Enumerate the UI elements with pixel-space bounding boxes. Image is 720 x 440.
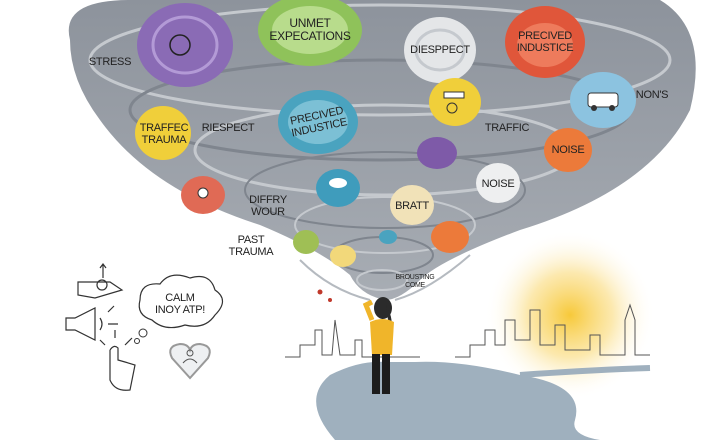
city-skyline bbox=[285, 303, 650, 358]
label-line: WOUR bbox=[251, 206, 285, 218]
label-noise-white: NOISE bbox=[481, 178, 515, 190]
label-line: TRAFFEC bbox=[139, 122, 189, 134]
label-line: TRAUMA bbox=[141, 134, 187, 146]
label-line: UNMET bbox=[289, 16, 331, 30]
label-noise-orange: NOISE bbox=[551, 144, 585, 156]
sun bbox=[485, 230, 655, 400]
label-line: EXPECATIONS bbox=[269, 29, 351, 43]
woman-figure bbox=[362, 297, 394, 394]
swirl-orange-noise bbox=[544, 128, 592, 172]
label-bratt: BRATT bbox=[395, 200, 429, 212]
label-line: INOY ATP! bbox=[154, 304, 206, 316]
swirl-green-small bbox=[293, 230, 319, 254]
label-diespect: DIESPPECT bbox=[410, 44, 470, 56]
label-nons: NON'S bbox=[635, 89, 669, 101]
label-line: DIFFRY bbox=[249, 194, 287, 206]
label-line: TRAUMA bbox=[228, 246, 274, 258]
swirl-teal-large bbox=[278, 90, 358, 154]
pointing-hand-doodle bbox=[99, 330, 136, 391]
label-line: BROUSTING bbox=[395, 274, 435, 281]
swirl-cream-bratt bbox=[390, 185, 434, 225]
hand-coin-doodle bbox=[77, 263, 124, 299]
label-line: COME bbox=[405, 282, 425, 289]
swirl-orange-small bbox=[431, 221, 469, 253]
swirl-green bbox=[258, 0, 362, 66]
label-riespect: RIESPECT bbox=[201, 122, 255, 134]
swirl-purple-small bbox=[417, 137, 457, 169]
swirl-teal-cloud bbox=[316, 169, 360, 207]
swirl-red bbox=[505, 6, 585, 78]
megaphone-doodle bbox=[65, 305, 118, 341]
label-line: PAST bbox=[237, 234, 265, 246]
swirl-white bbox=[404, 17, 476, 83]
label-line: INDUSTICE bbox=[516, 42, 574, 54]
swirl-teal-small bbox=[379, 230, 397, 244]
thought-cloud bbox=[134, 274, 224, 344]
label-line: PRECIVED bbox=[518, 30, 572, 42]
swirl-red-small bbox=[181, 176, 225, 214]
heart-person-icon bbox=[169, 342, 211, 380]
swirl-yellow-left bbox=[135, 106, 191, 160]
label-line: CALM bbox=[165, 292, 195, 304]
swirl-blue-car bbox=[570, 72, 636, 128]
swirl-purple-large bbox=[137, 3, 233, 87]
swirl-yellow-small bbox=[330, 245, 356, 267]
label-stress: STRESS bbox=[88, 56, 132, 68]
label-traffic: TRAFFIC bbox=[484, 122, 530, 134]
swirl-yellow-icon bbox=[429, 78, 481, 126]
swirl-white-noise bbox=[476, 163, 520, 203]
